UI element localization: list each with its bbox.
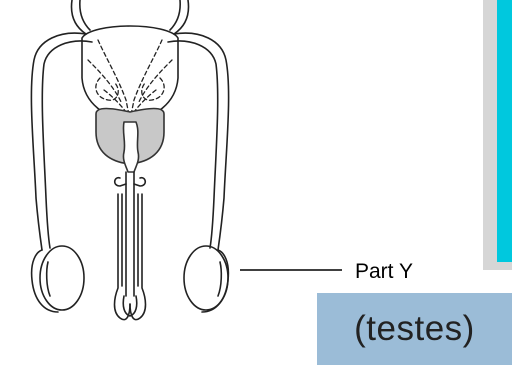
right-vas-deferens-inner xyxy=(168,41,218,248)
answer-box[interactable]: (testes) xyxy=(317,293,512,365)
left-bulbourethral-gland xyxy=(115,178,126,186)
left-vas-deferens-inner xyxy=(42,41,92,248)
seminal-vesicles xyxy=(88,40,172,120)
accent-bar xyxy=(497,0,512,262)
right-ureter xyxy=(174,0,188,34)
bladder xyxy=(82,26,178,122)
right-ureter-inner xyxy=(170,0,180,30)
left-testis-detail xyxy=(47,262,50,296)
left-vas-deferens-outer xyxy=(31,33,86,250)
urethra-top xyxy=(123,122,138,172)
right-bulbourethral-gland xyxy=(134,178,145,186)
answer-text: (testes) xyxy=(354,309,475,349)
right-testis-detail xyxy=(218,262,221,296)
left-ureter-inner xyxy=(80,0,90,30)
part-y-label: Part Y xyxy=(355,260,413,284)
right-vas-deferens-outer xyxy=(174,33,229,250)
left-ureter xyxy=(72,0,86,34)
